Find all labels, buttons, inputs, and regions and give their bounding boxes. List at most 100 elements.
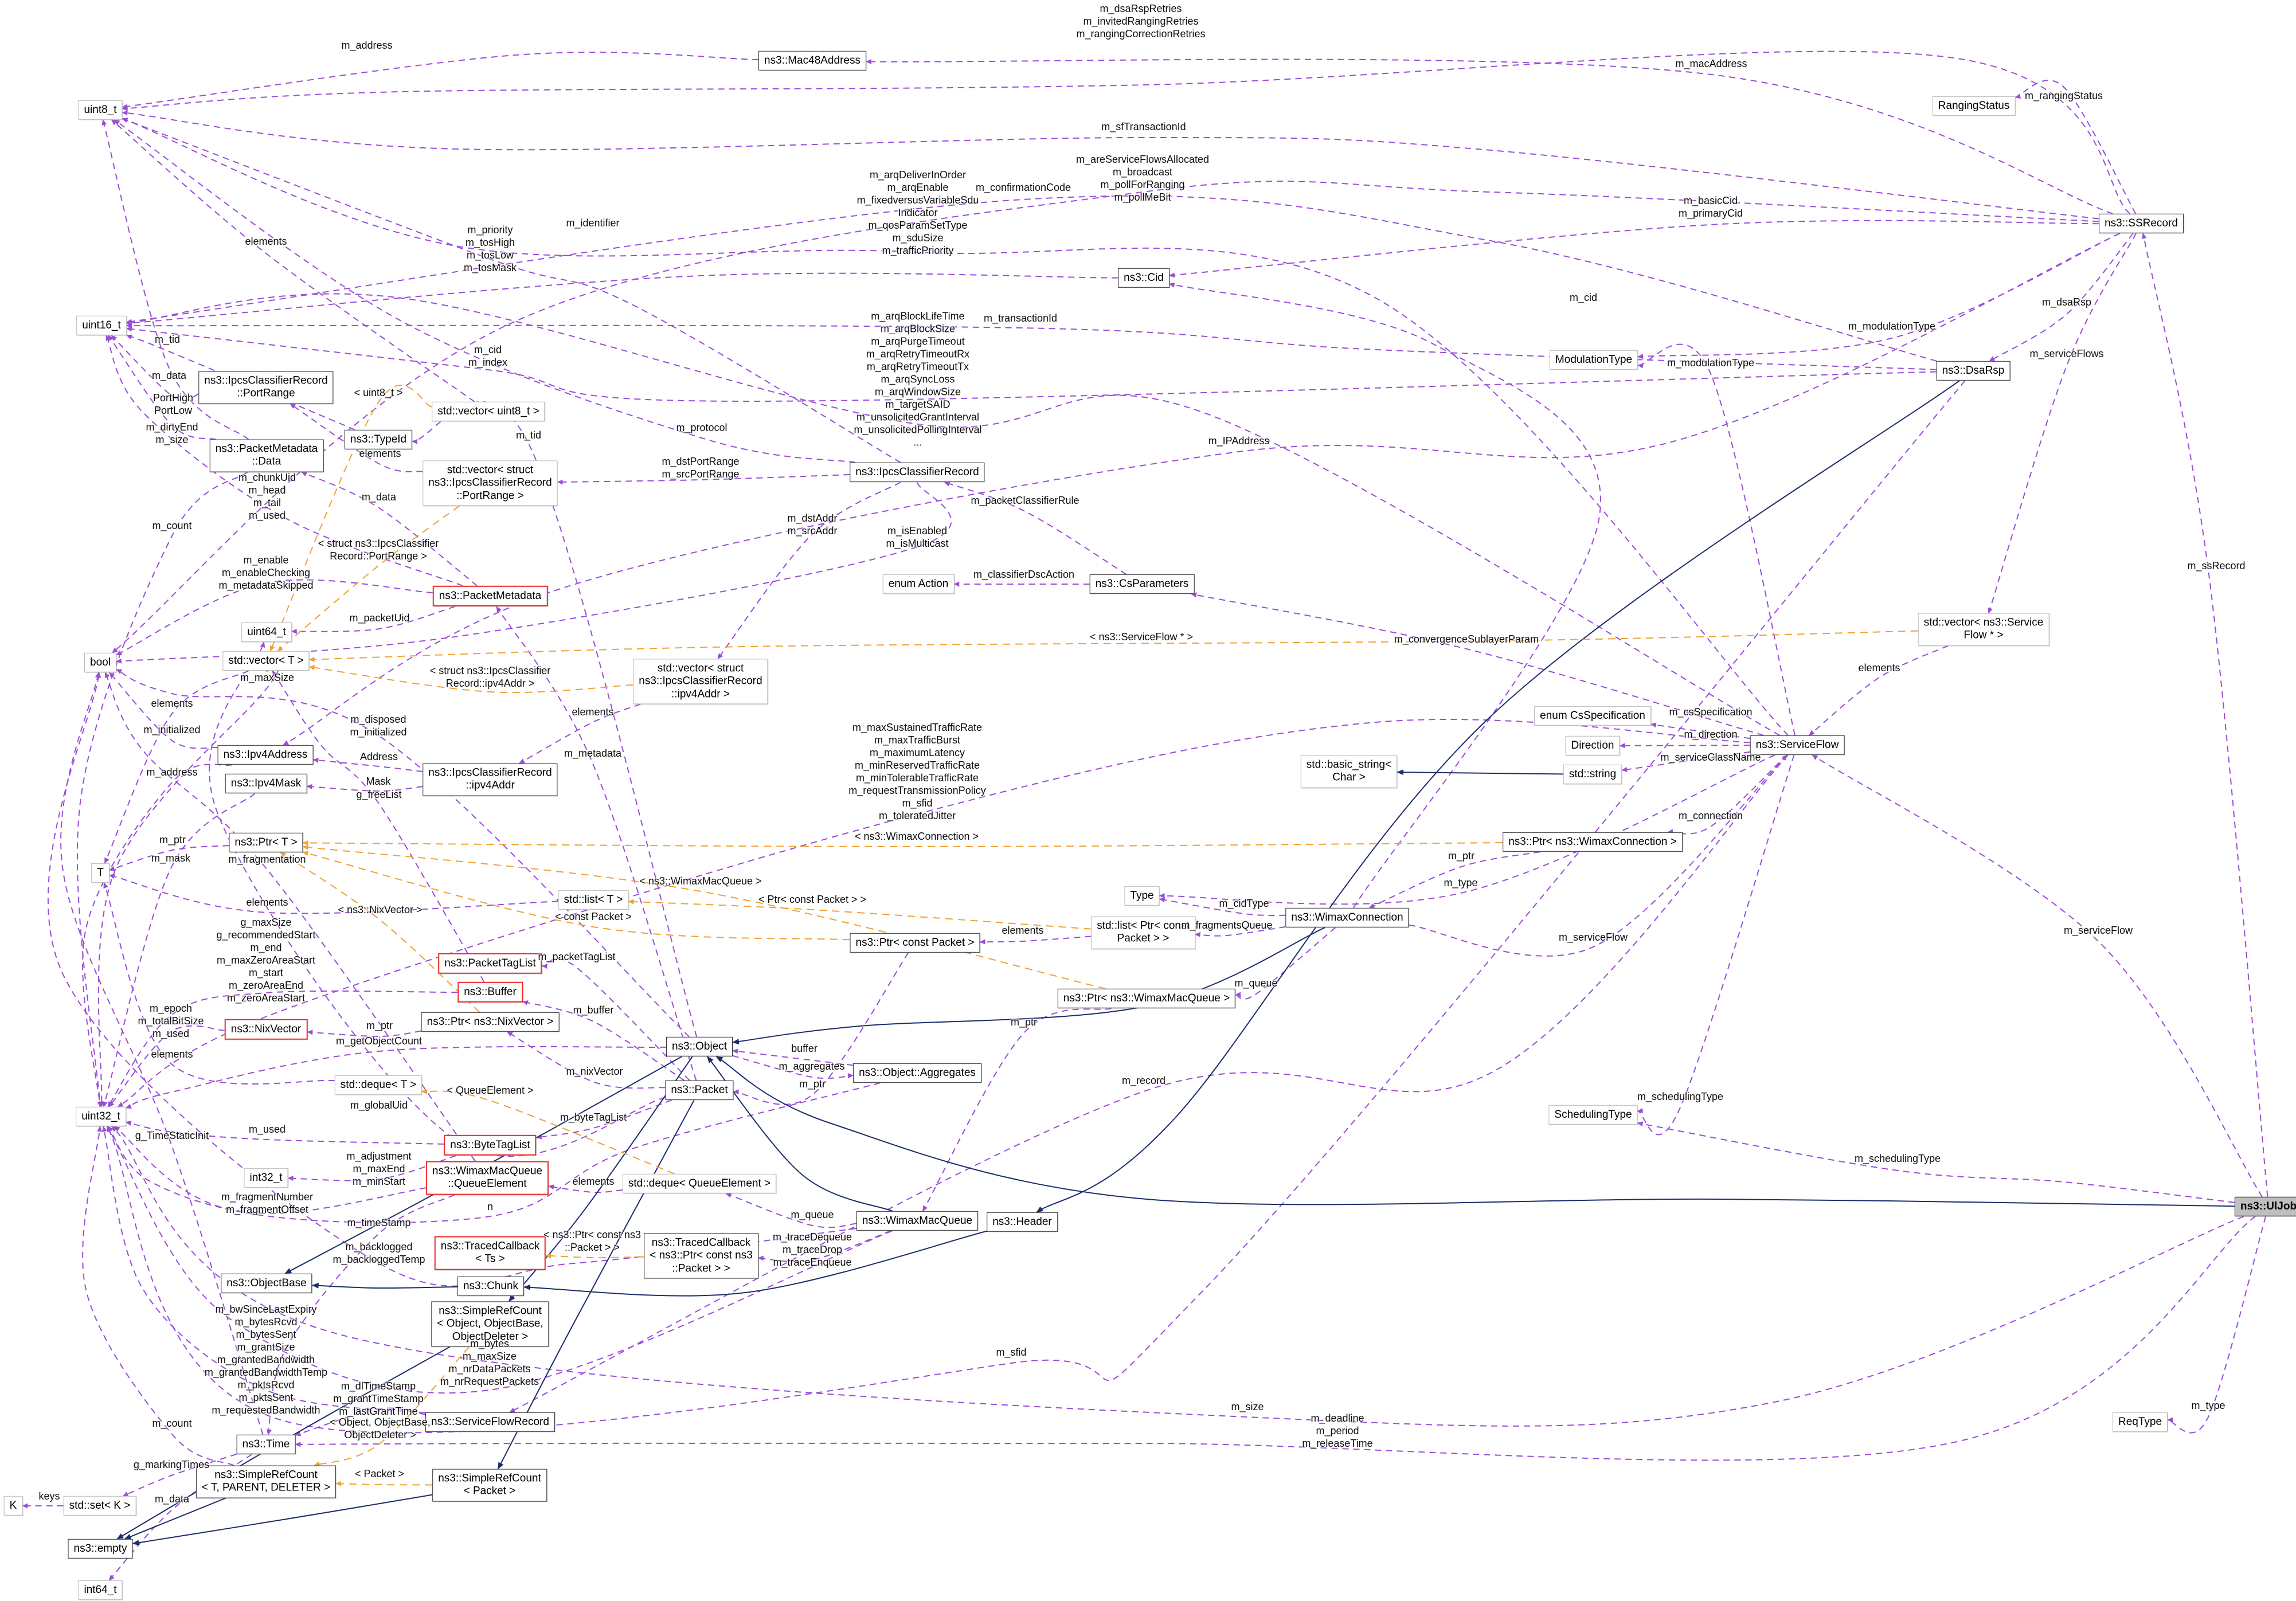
edge-uljob-uint32_t — [111, 1126, 2244, 1427]
node-uint16_t[interactable]: uint16_t — [76, 315, 127, 336]
node-list_pkt[interactable]: std::list< Ptr< const Packet > > — [1091, 916, 1195, 949]
node-stdlist_t[interactable]: std::list< T > — [558, 890, 629, 910]
node-src_tpd[interactable]: ns3::SimpleRefCount < T, PARENT, DELETER… — [195, 1465, 337, 1498]
node-uint8_t[interactable]: uint8_t — [78, 100, 123, 120]
edge-uljob-serviceflow — [1812, 754, 2263, 1197]
node-rangingstatus[interactable]: RangingStatus — [1932, 96, 2016, 116]
node-wimaxconn[interactable]: ns3::WimaxConnection — [1285, 907, 1409, 928]
node-bytetaglist[interactable]: ns3::ByteTagList — [444, 1134, 537, 1156]
edge-vec_uint8-vec_t — [269, 385, 432, 652]
node-header[interactable]: ns3::Header — [987, 1212, 1058, 1232]
edge-chunk-objectbase — [311, 1282, 457, 1289]
node-deque_qe[interactable]: std::deque< QueueElement > — [622, 1173, 777, 1194]
node-packet[interactable]: ns3::Packet — [665, 1080, 734, 1101]
node-direction[interactable]: Direction — [1565, 735, 1620, 756]
node-packettaglist[interactable]: ns3::PacketTagList — [438, 953, 542, 974]
edge-dsarsp-uint16_t — [126, 323, 1937, 370]
edge-ssrecord-vec_sf — [1988, 233, 2137, 614]
edge-wimaxconn-object — [732, 927, 1325, 1045]
node-nixvector[interactable]: ns3::NixVector — [224, 1019, 308, 1040]
node-src_pkt[interactable]: ns3::SimpleRefCount < Packet > — [432, 1469, 547, 1502]
node-pmdata[interactable]: ns3::PacketMetadata ::Data — [209, 439, 324, 472]
node-empty[interactable]: ns3::empty — [68, 1539, 133, 1559]
node-tcb_pkt[interactable]: ns3::TracedCallback < ns3::Ptr< const ns… — [644, 1233, 758, 1279]
node-vec_ipv4addr[interactable]: std::vector< struct ns3::IpcsClassifierR… — [633, 659, 768, 704]
node-int64_t[interactable]: int64_t — [78, 1580, 123, 1600]
node-dsarsp[interactable]: ns3::DsaRsp — [1936, 361, 2011, 381]
node-ptr_nix[interactable]: ns3::Ptr< ns3::NixVector > — [421, 1012, 560, 1032]
edge-header-chunk — [523, 1230, 987, 1297]
edge-packetmetadata-bool — [116, 579, 433, 656]
edge-queueelement-bool — [104, 672, 476, 1162]
edge-serviceflow-schedulingtype — [1637, 754, 1795, 1136]
node-enumaction[interactable]: enum Action — [882, 574, 955, 594]
node-ptr_t[interactable]: ns3::Ptr< T > — [229, 832, 303, 853]
node-set_k[interactable]: std::set< K > — [63, 1496, 136, 1516]
edge-deque_qe-queueelement — [548, 1184, 623, 1193]
node-ipv4addr[interactable]: ns3::IpcsClassifierRecord ::ipv4Addr — [423, 763, 558, 796]
node-int32_t[interactable]: int32_t — [244, 1168, 288, 1188]
node-uljob[interactable]: ns3::UlJob — [2234, 1196, 2296, 1217]
node-schedulingtype[interactable]: SchedulingType — [1548, 1105, 1638, 1125]
node-bool[interactable]: bool — [84, 652, 116, 673]
edge-ptr_wmq-wimaxmacqueue — [922, 1008, 1112, 1212]
node-packetmetadata[interactable]: ns3::PacketMetadata — [432, 585, 548, 607]
node-k[interactable]: K — [3, 1496, 23, 1516]
node-src_obj[interactable]: ns3::SimpleRefCount < Object, ObjectBase… — [431, 1301, 549, 1347]
node-t[interactable]: T — [91, 863, 109, 883]
node-vec_t[interactable]: std::vector< T > — [222, 651, 310, 671]
edge-vec_portrange-portrange — [290, 403, 423, 473]
node-modulationtype[interactable]: ModulationType — [1549, 350, 1638, 370]
node-ptr_wmq[interactable]: ns3::Ptr< ns3::WimaxMacQueue > — [1057, 988, 1236, 1009]
node-serviceflow[interactable]: ns3::ServiceFlow — [1750, 735, 1845, 756]
edge-mac48address-uint8_t — [122, 52, 759, 109]
node-ptr_constpkt[interactable]: ns3::Ptr< const Packet > — [850, 933, 980, 953]
node-time[interactable]: ns3::Time — [236, 1434, 296, 1455]
edge-portrange-uint16_t — [111, 335, 199, 401]
node-ptr_wconn[interactable]: ns3::Ptr< ns3::WimaxConnection > — [1503, 832, 1683, 852]
edge-bytetaglist-uint32_t — [125, 1121, 444, 1145]
node-vec_portrange[interactable]: std::vector< struct ns3::IpcsClassifierR… — [423, 460, 558, 506]
edge-deque_t-t — [103, 882, 335, 1085]
edge-uljob-schedulingtype — [1637, 1121, 2235, 1203]
edge-ssrecord-cid — [1168, 220, 2099, 278]
node-portrange[interactable]: ns3::IpcsClassifierRecord ::PortRange — [198, 371, 334, 404]
node-reqtype[interactable]: ReqType — [2112, 1412, 2168, 1432]
node-ipv4address[interactable]: ns3::Ipv4Address — [217, 745, 314, 765]
node-tcb_ts[interactable]: ns3::TracedCallback < Ts > — [434, 1236, 546, 1270]
node-ipcs[interactable]: ns3::IpcsClassifierRecord — [850, 462, 985, 483]
edge-ipv4address-bool — [109, 672, 218, 749]
node-serviceflowrecord[interactable]: ns3::ServiceFlowRecord — [425, 1412, 555, 1432]
node-objectbase[interactable]: ns3::ObjectBase — [221, 1273, 312, 1294]
node-type[interactable]: Type — [1124, 886, 1160, 906]
node-buffer[interactable]: ns3::Buffer — [457, 981, 523, 1003]
node-object[interactable]: ns3::Object — [666, 1036, 733, 1057]
node-vec_uint8[interactable]: std::vector< uint8_t > — [432, 401, 545, 422]
edge-serviceflow-csparameters — [1191, 592, 1764, 736]
node-typeid[interactable]: ns3::TypeId — [344, 429, 413, 450]
edge-buffer-vec_t — [272, 670, 485, 982]
node-csspec[interactable]: enum CsSpecification — [1534, 706, 1651, 726]
edge-ptr_t-t — [108, 845, 229, 871]
node-queueelement[interactable]: ns3::WimaxMacQueue ::QueueElement — [425, 1161, 549, 1195]
edge-packetmetadata-pmdata — [301, 471, 478, 586]
edge-packetmetadata-uint16_t — [105, 335, 463, 586]
node-wimaxmacqueue[interactable]: ns3::WimaxMacQueue — [856, 1211, 979, 1231]
node-ssrecord[interactable]: ns3::SSRecord — [2099, 213, 2184, 234]
edge-dsarsp-uint16_t — [126, 326, 1937, 402]
node-uint32_t[interactable]: uint32_t — [76, 1106, 126, 1127]
node-basicstring[interactable]: std::basic_string< Char > — [1300, 755, 1398, 788]
node-cid[interactable]: ns3::Cid — [1118, 268, 1169, 288]
node-stdstring[interactable]: std::string — [1563, 764, 1622, 785]
node-vec_sf[interactable]: std::vector< ns3::Service Flow * > — [1918, 613, 2049, 646]
node-mac48address[interactable]: ns3::Mac48Address — [758, 50, 866, 71]
edge-wimaxconn-list_pkt — [1194, 926, 1286, 937]
node-deque_t[interactable]: std::deque< T > — [334, 1075, 423, 1095]
node-ipv4mask[interactable]: ns3::Ipv4Mask — [225, 773, 307, 794]
node-uint64_t[interactable]: uint64_t — [241, 622, 292, 643]
node-chunk[interactable]: ns3::Chunk — [457, 1276, 525, 1297]
node-csparameters[interactable]: ns3::CsParameters — [1089, 574, 1195, 594]
node-aggregates[interactable]: ns3::Object::Aggregates — [853, 1063, 981, 1083]
